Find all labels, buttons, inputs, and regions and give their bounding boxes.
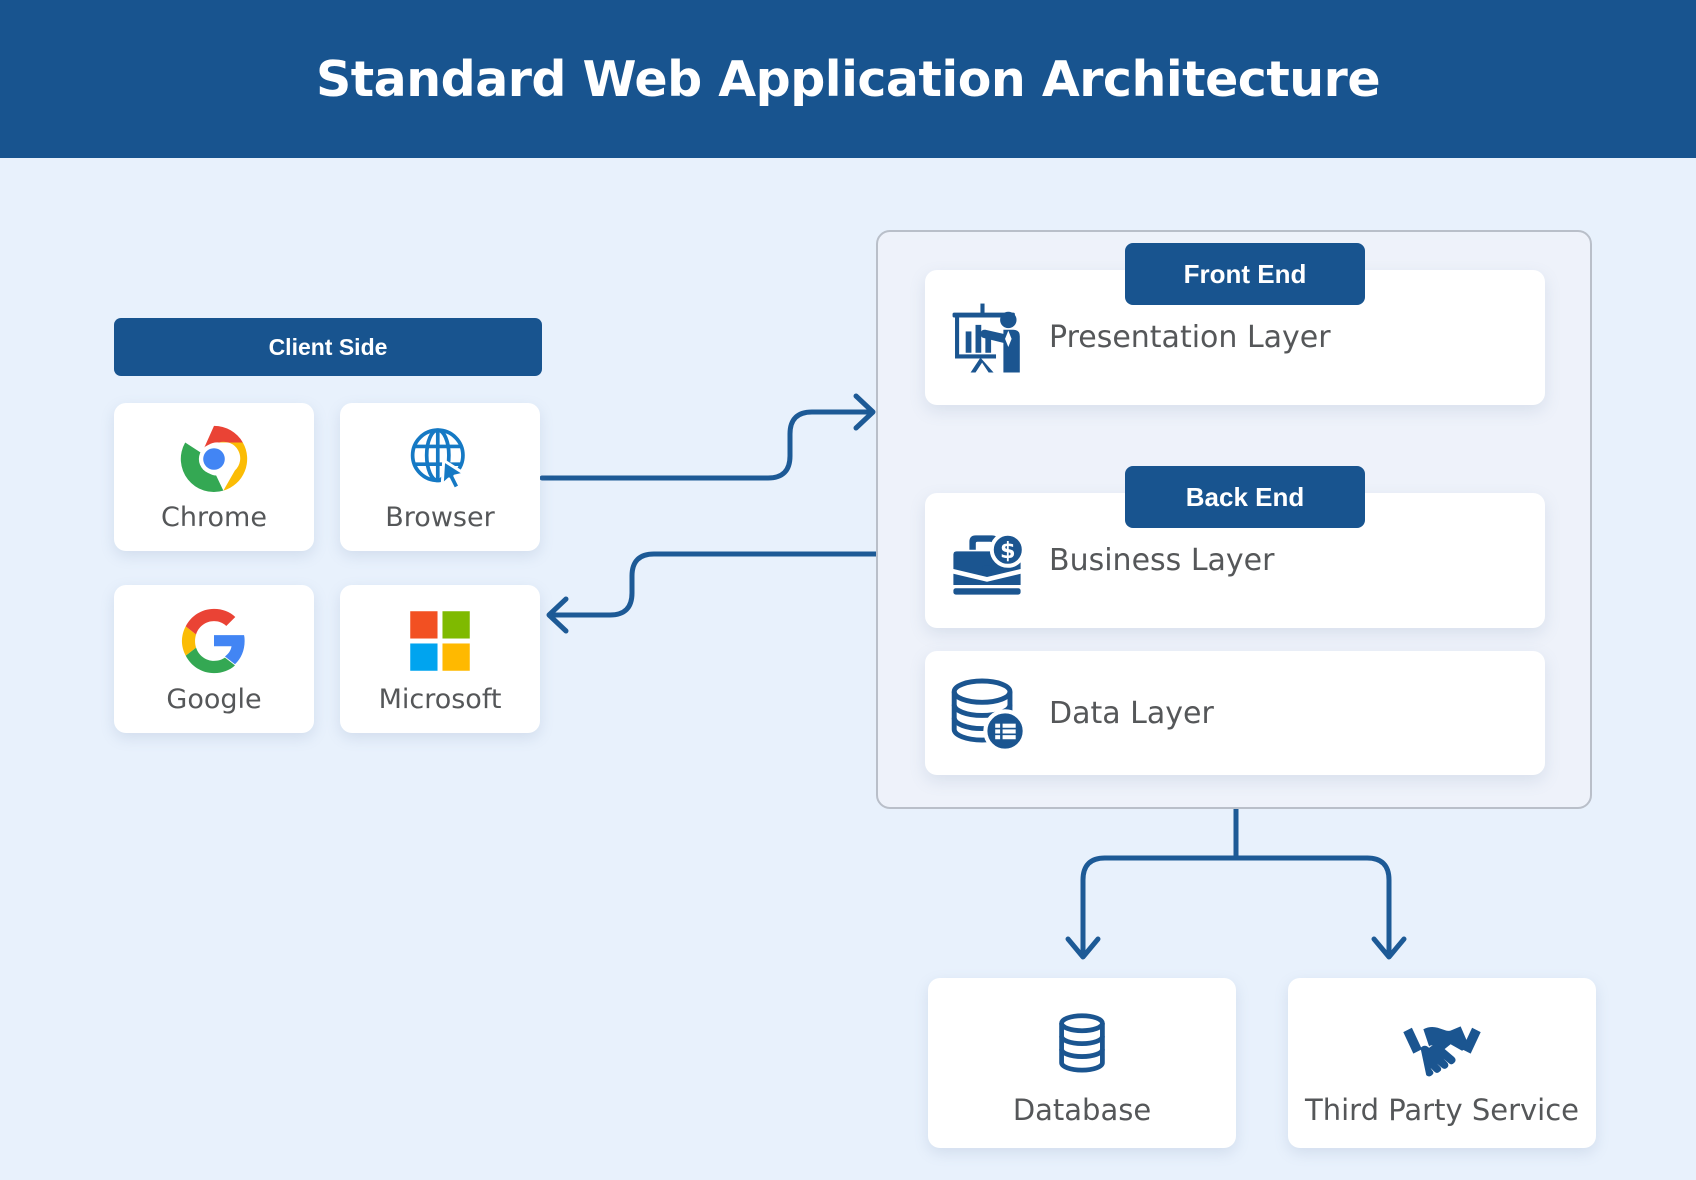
- connector-client-to-server: [539, 393, 876, 481]
- layer-card-data[interactable]: Data Layer: [925, 651, 1545, 775]
- external-card-third-party-service[interactable]: Third Party Service: [1288, 978, 1596, 1148]
- page-title: Standard Web Application Architecture: [315, 50, 1381, 108]
- external-card-label: Database: [1012, 1093, 1152, 1127]
- microsoft-logo-icon: [409, 604, 471, 678]
- google-logo-icon: [179, 604, 249, 678]
- connector-server-to-client: [546, 551, 879, 634]
- page-header: Standard Web Application Architecture: [0, 0, 1696, 158]
- globe-cursor-icon: [403, 422, 477, 496]
- client-card-google[interactable]: Google: [114, 585, 314, 733]
- client-card-label: Microsoft: [378, 683, 502, 715]
- client-card-label: Browser: [385, 501, 495, 533]
- external-card-label: Third Party Service: [1305, 1093, 1579, 1127]
- external-card-database[interactable]: Database: [928, 978, 1236, 1148]
- client-card-browser[interactable]: Browser: [340, 403, 540, 551]
- layer-card-label: Business Layer: [1049, 543, 1275, 578]
- client-side-label: Client Side: [268, 333, 388, 360]
- client-card-label: Chrome: [161, 501, 267, 533]
- svg-text:$: $: [1000, 537, 1016, 563]
- briefcase-dollar-icon: $: [925, 521, 1049, 601]
- handshake-icon: [1399, 999, 1485, 1091]
- client-card-chrome[interactable]: Chrome: [114, 403, 314, 551]
- chrome-logo-icon: [178, 422, 250, 496]
- layer-card-presentation[interactable]: Presentation Layer: [925, 270, 1545, 405]
- tier-badge-back-end: Back End: [1125, 466, 1365, 528]
- client-card-label: Google: [166, 683, 262, 715]
- database-records-icon: [925, 672, 1049, 754]
- tier-badge-label: Back End: [1185, 481, 1305, 512]
- tier-badge-front-end: Front End: [1125, 243, 1365, 305]
- layer-card-label: Data Layer: [1049, 695, 1214, 731]
- client-card-microsoft[interactable]: Microsoft: [340, 585, 540, 733]
- tier-badge-label: Front End: [1183, 258, 1307, 289]
- diagram-canvas: .conn{fill:none;stroke:#1d5a96;stroke-wi…: [0, 158, 1696, 1180]
- presenter-chart-icon: [925, 297, 1049, 379]
- client-side-badge: Client Side: [114, 318, 542, 376]
- layer-card-label: Presentation Layer: [1049, 320, 1331, 355]
- database-stack-icon: [1048, 999, 1116, 1091]
